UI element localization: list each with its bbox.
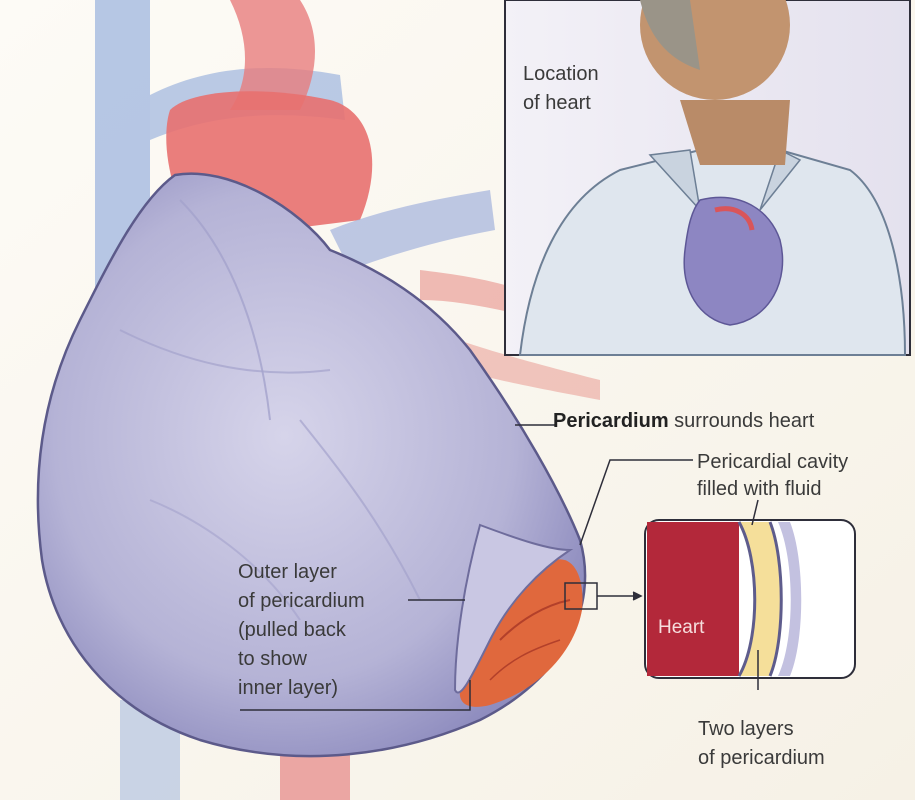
- outer-layer-label-line5: inner layer): [238, 674, 338, 703]
- cavity-label-line1: Pericardial cavity: [697, 448, 848, 477]
- location-inset: [505, 0, 910, 355]
- outer-layer-label-line2: of pericardium: [238, 587, 365, 616]
- cavity-label-line2: filled with fluid: [697, 475, 822, 504]
- location-label-line2: of heart: [523, 89, 591, 118]
- pericardium-description: surrounds heart: [674, 410, 814, 432]
- outer-layer-label-line4: to show: [238, 645, 307, 674]
- pericardium-term: Pericardium: [553, 410, 669, 432]
- two-layers-label-line2: of pericardium: [698, 744, 825, 773]
- location-label-line1: Location: [523, 60, 599, 89]
- heart-tissue-label: Heart: [658, 617, 704, 639]
- pericardium-label: Pericardium surrounds heart: [553, 410, 814, 433]
- two-layers-label-line1: Two layers: [698, 715, 794, 744]
- cross-section-box: [645, 520, 855, 678]
- outer-layer-label-line1: Outer layer: [238, 558, 337, 587]
- outer-layer-label-line3: (pulled back: [238, 616, 346, 645]
